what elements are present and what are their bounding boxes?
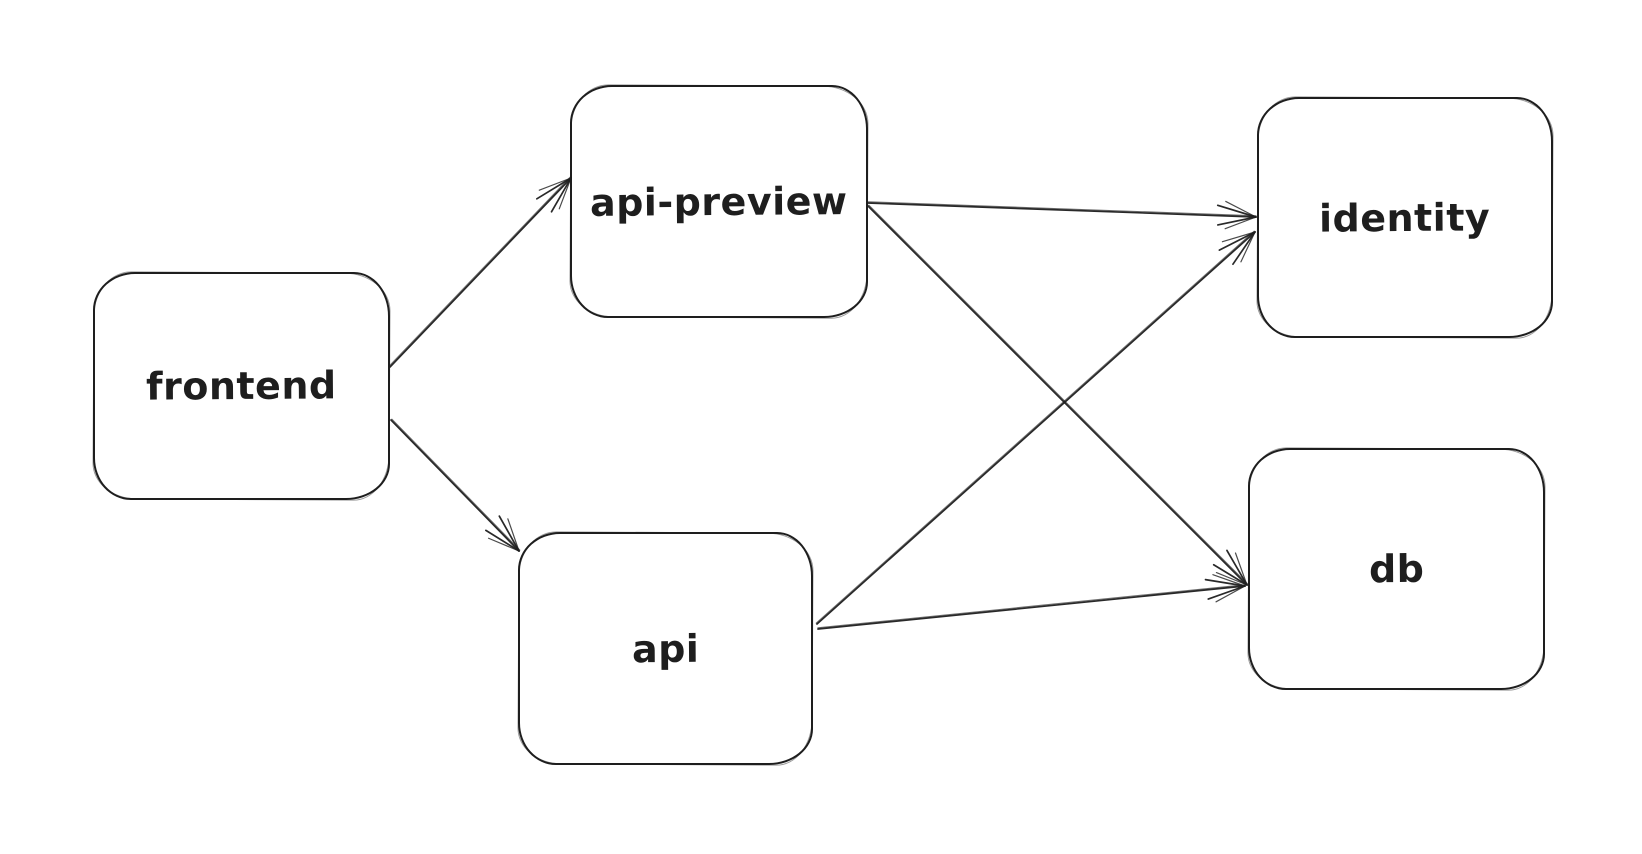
node-identity-label: identity — [1319, 194, 1491, 241]
node-frontend-label: frontend — [146, 363, 337, 409]
node-db-label: db — [1368, 546, 1425, 592]
node-db[interactable]: db — [1248, 448, 1545, 690]
node-api-label: api — [631, 626, 700, 671]
edge-api-preview-to-db[interactable] — [867, 204, 1249, 586]
node-api-preview[interactable]: api-preview — [570, 85, 868, 318]
node-frontend[interactable]: frontend — [93, 272, 390, 500]
node-identity[interactable]: identity — [1257, 97, 1553, 338]
edge-api-preview-to-identity[interactable] — [867, 200, 1257, 230]
node-api-preview-label: api-preview — [590, 178, 848, 225]
edge-frontend-to-api-preview[interactable] — [388, 176, 572, 368]
edge-api-to-db[interactable] — [817, 574, 1246, 630]
node-api[interactable]: api — [518, 532, 813, 765]
edge-frontend-to-api[interactable] — [390, 418, 521, 552]
edge-api-to-identity[interactable] — [815, 230, 1256, 625]
